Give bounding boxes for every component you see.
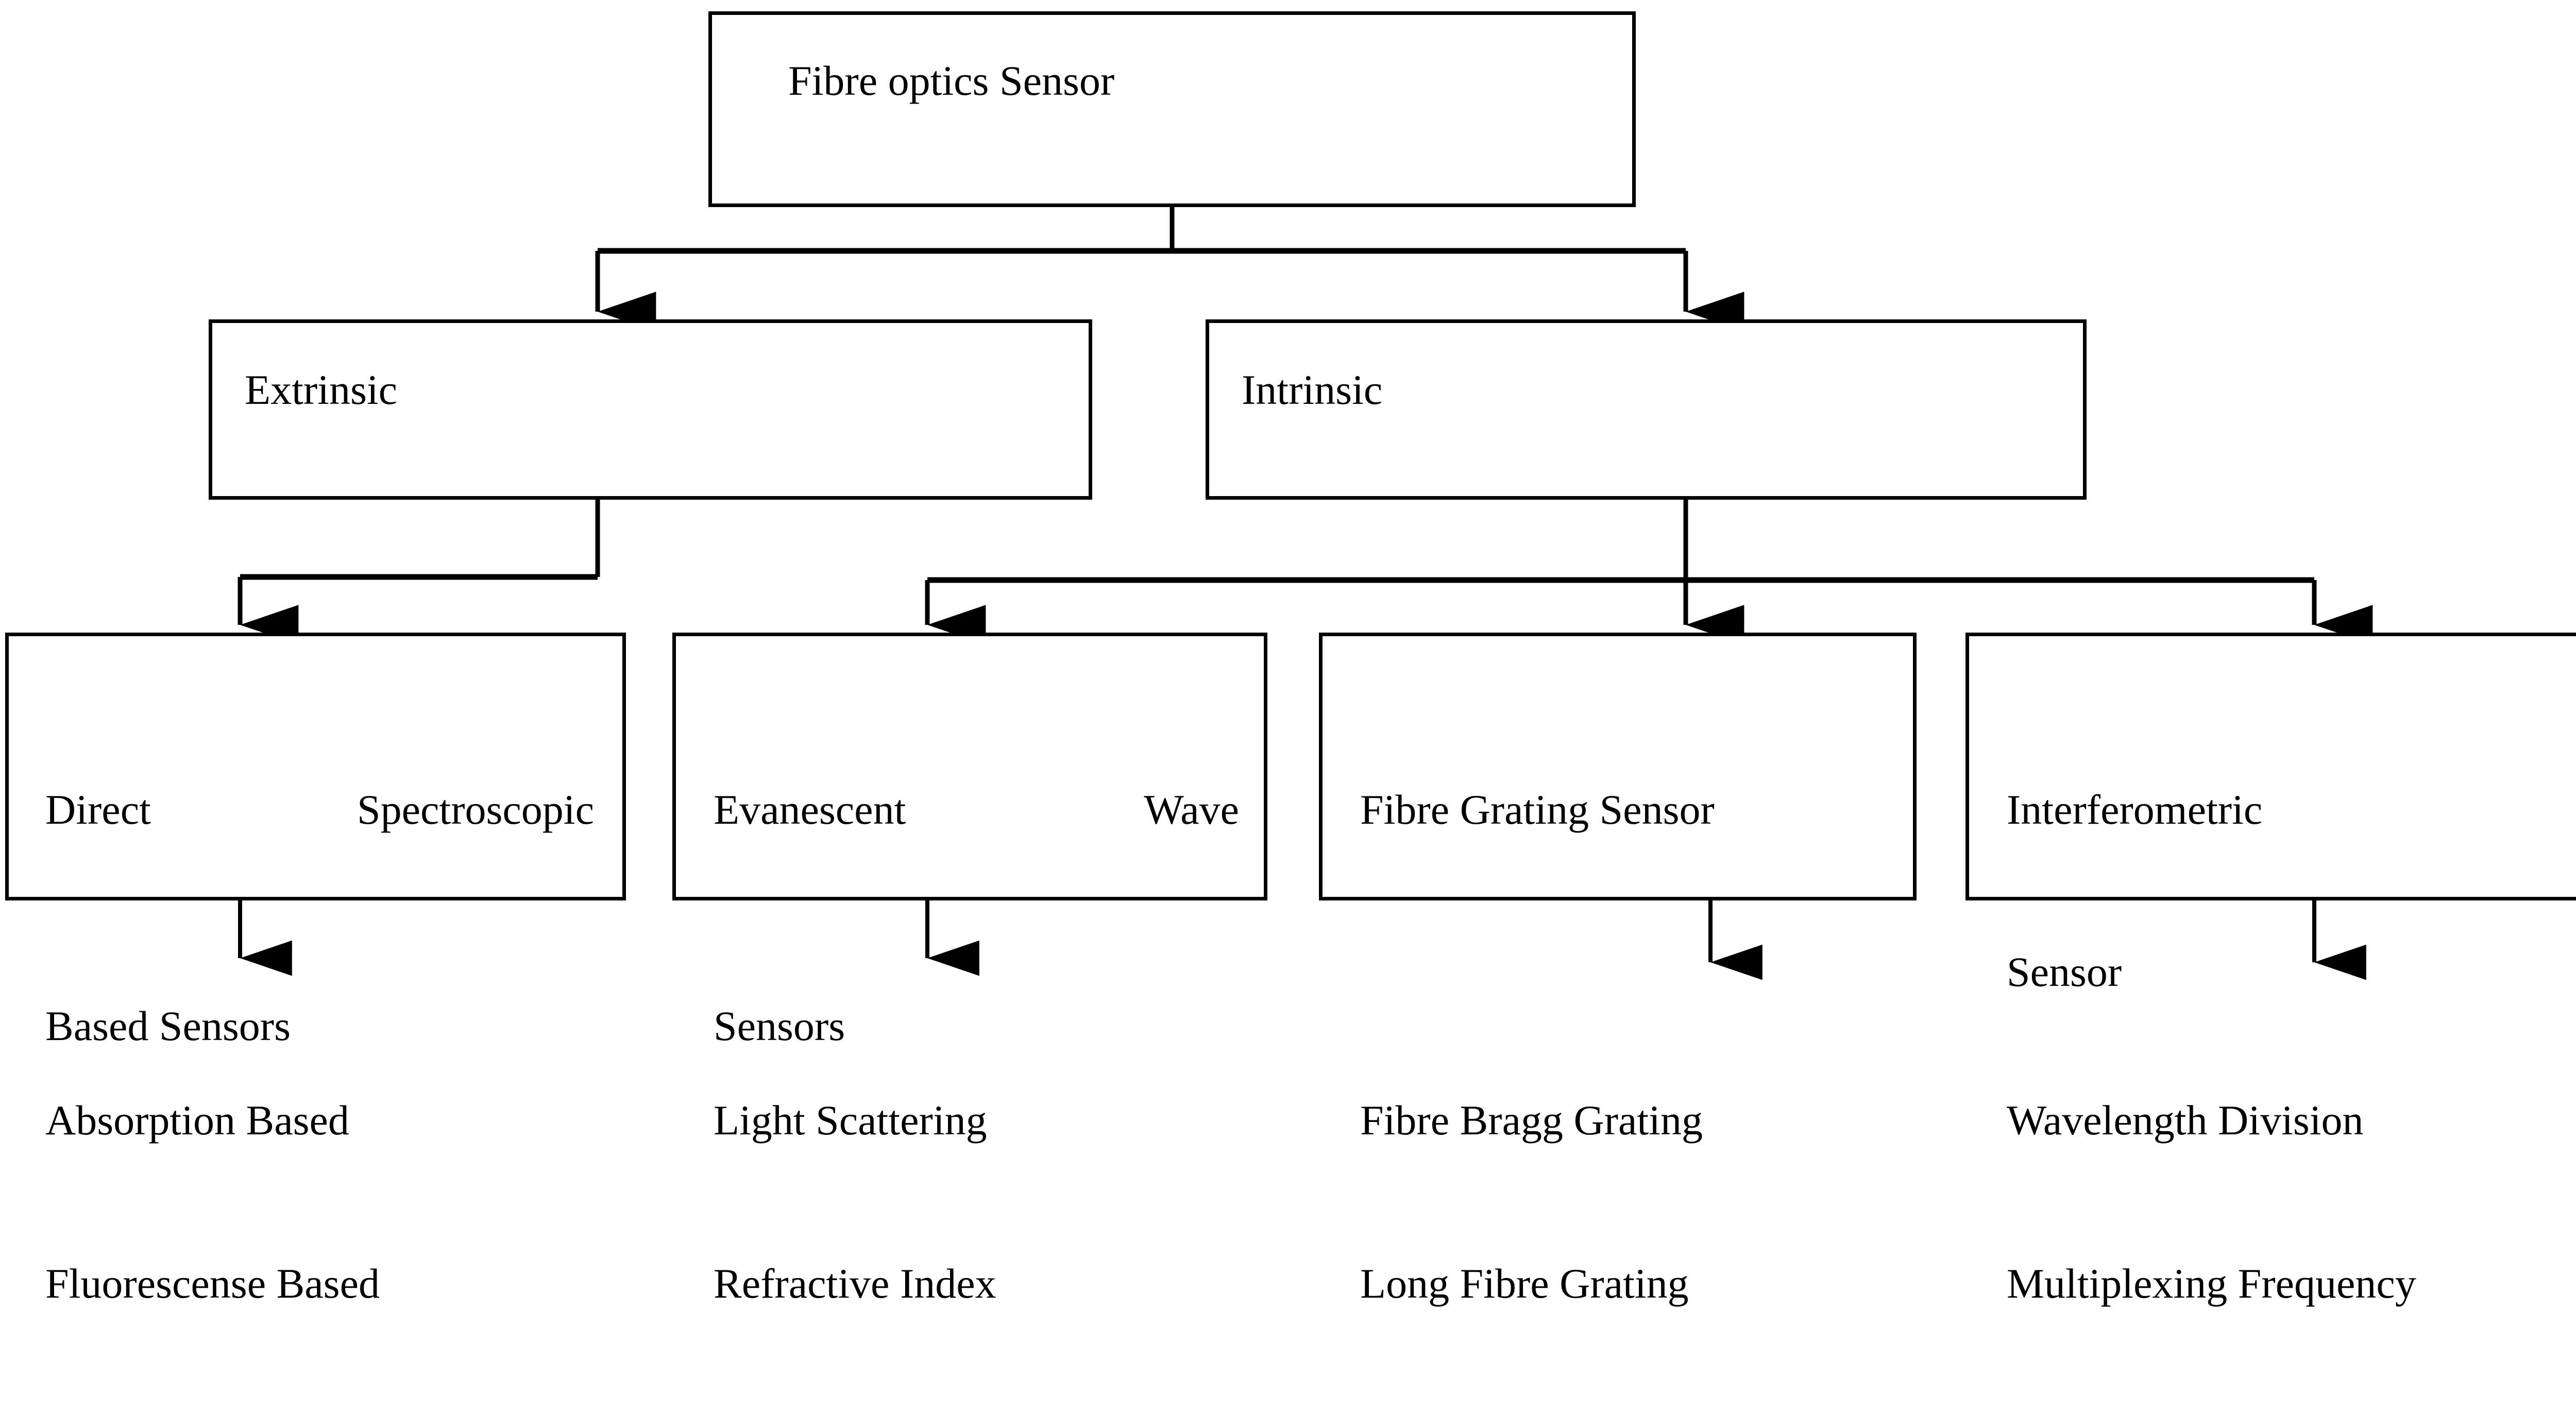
node-box-fibre-optics-sensor[interactable] [708,11,1636,207]
node-label-line-1: Fibre Grating Sensor [1360,786,1715,833]
leaf-item: Fluorescense Based [45,1260,380,1307]
node-box-evanescent-wave[interactable] [672,633,1267,900]
node-label-line-1: Direct Spectroscopic [45,786,594,833]
node-label-word-wave: Wave [1144,786,1239,833]
node-label-line-2: Sensor [2007,948,2122,995]
node-label-word-evanescent: Evanescent [714,786,906,833]
leaf-item: Refractive Index [714,1260,996,1307]
node-label-fibre-optics-sensor: Fibre optics Sensor [788,57,1115,104]
leaf-item: Wavelength Division [2007,1096,2364,1144]
leaf-item: Light Scattering [714,1096,987,1144]
leaf-item: Multiplexing Frequency [2007,1260,2416,1307]
leaf-list-evanescent-wave: Light Scattering Refractive Index Change [714,984,1260,1412]
node-box-fibre-grating-sensor[interactable] [1319,633,1917,900]
leaf-list-direct-spectroscopic: Absorption Based Fluorescense Based [45,984,622,1412]
node-box-direct-spectroscopic[interactable] [5,633,626,900]
node-label-line-2: Based Sensors [45,1002,291,1049]
connector-extrinsic-to-direct [238,500,600,645]
leaf-item: Fibre Bragg Grating [1360,1096,1703,1144]
connector-root-to-level2 [595,207,1744,332]
node-box-intrinsic[interactable] [1206,319,2087,500]
node-label-evanescent-wave: Evanescent Wave Sensors [714,675,1239,1162]
node-label-extrinsic: Extrinsic [245,366,398,413]
node-label-intrinsic: Intrinsic [1242,366,1383,413]
node-label-line-1: Evanescent Wave [714,783,1239,891]
connector-intrinsic-to-children [925,500,2373,645]
node-label-line-2: Sensors [714,1002,845,1049]
leaf-item: Long Fibre Grating [1360,1260,1689,1307]
node-label-interferometric-sensor: Interferometric Sensor [2007,675,2568,1108]
leaf-item: Absorption Based [45,1096,349,1144]
node-label-line-1: Interferometric [2007,786,2263,833]
node-box-extrinsic[interactable] [209,319,1092,500]
node-label-fibre-grating-sensor: Fibre Grating Sensor [1360,675,1891,945]
node-label-direct-spectroscopic: Direct Spectroscopic Based Sensors [45,675,594,1162]
leaf-list-interferometric-sensor: Wavelength Division Multiplexing Frequen… [2007,984,2576,1412]
node-box-interferometric-sensor[interactable] [1965,633,2576,900]
leaf-list-fibre-grating-sensor: Fibre Bragg Grating Long Fibre Grating [1360,984,1922,1412]
